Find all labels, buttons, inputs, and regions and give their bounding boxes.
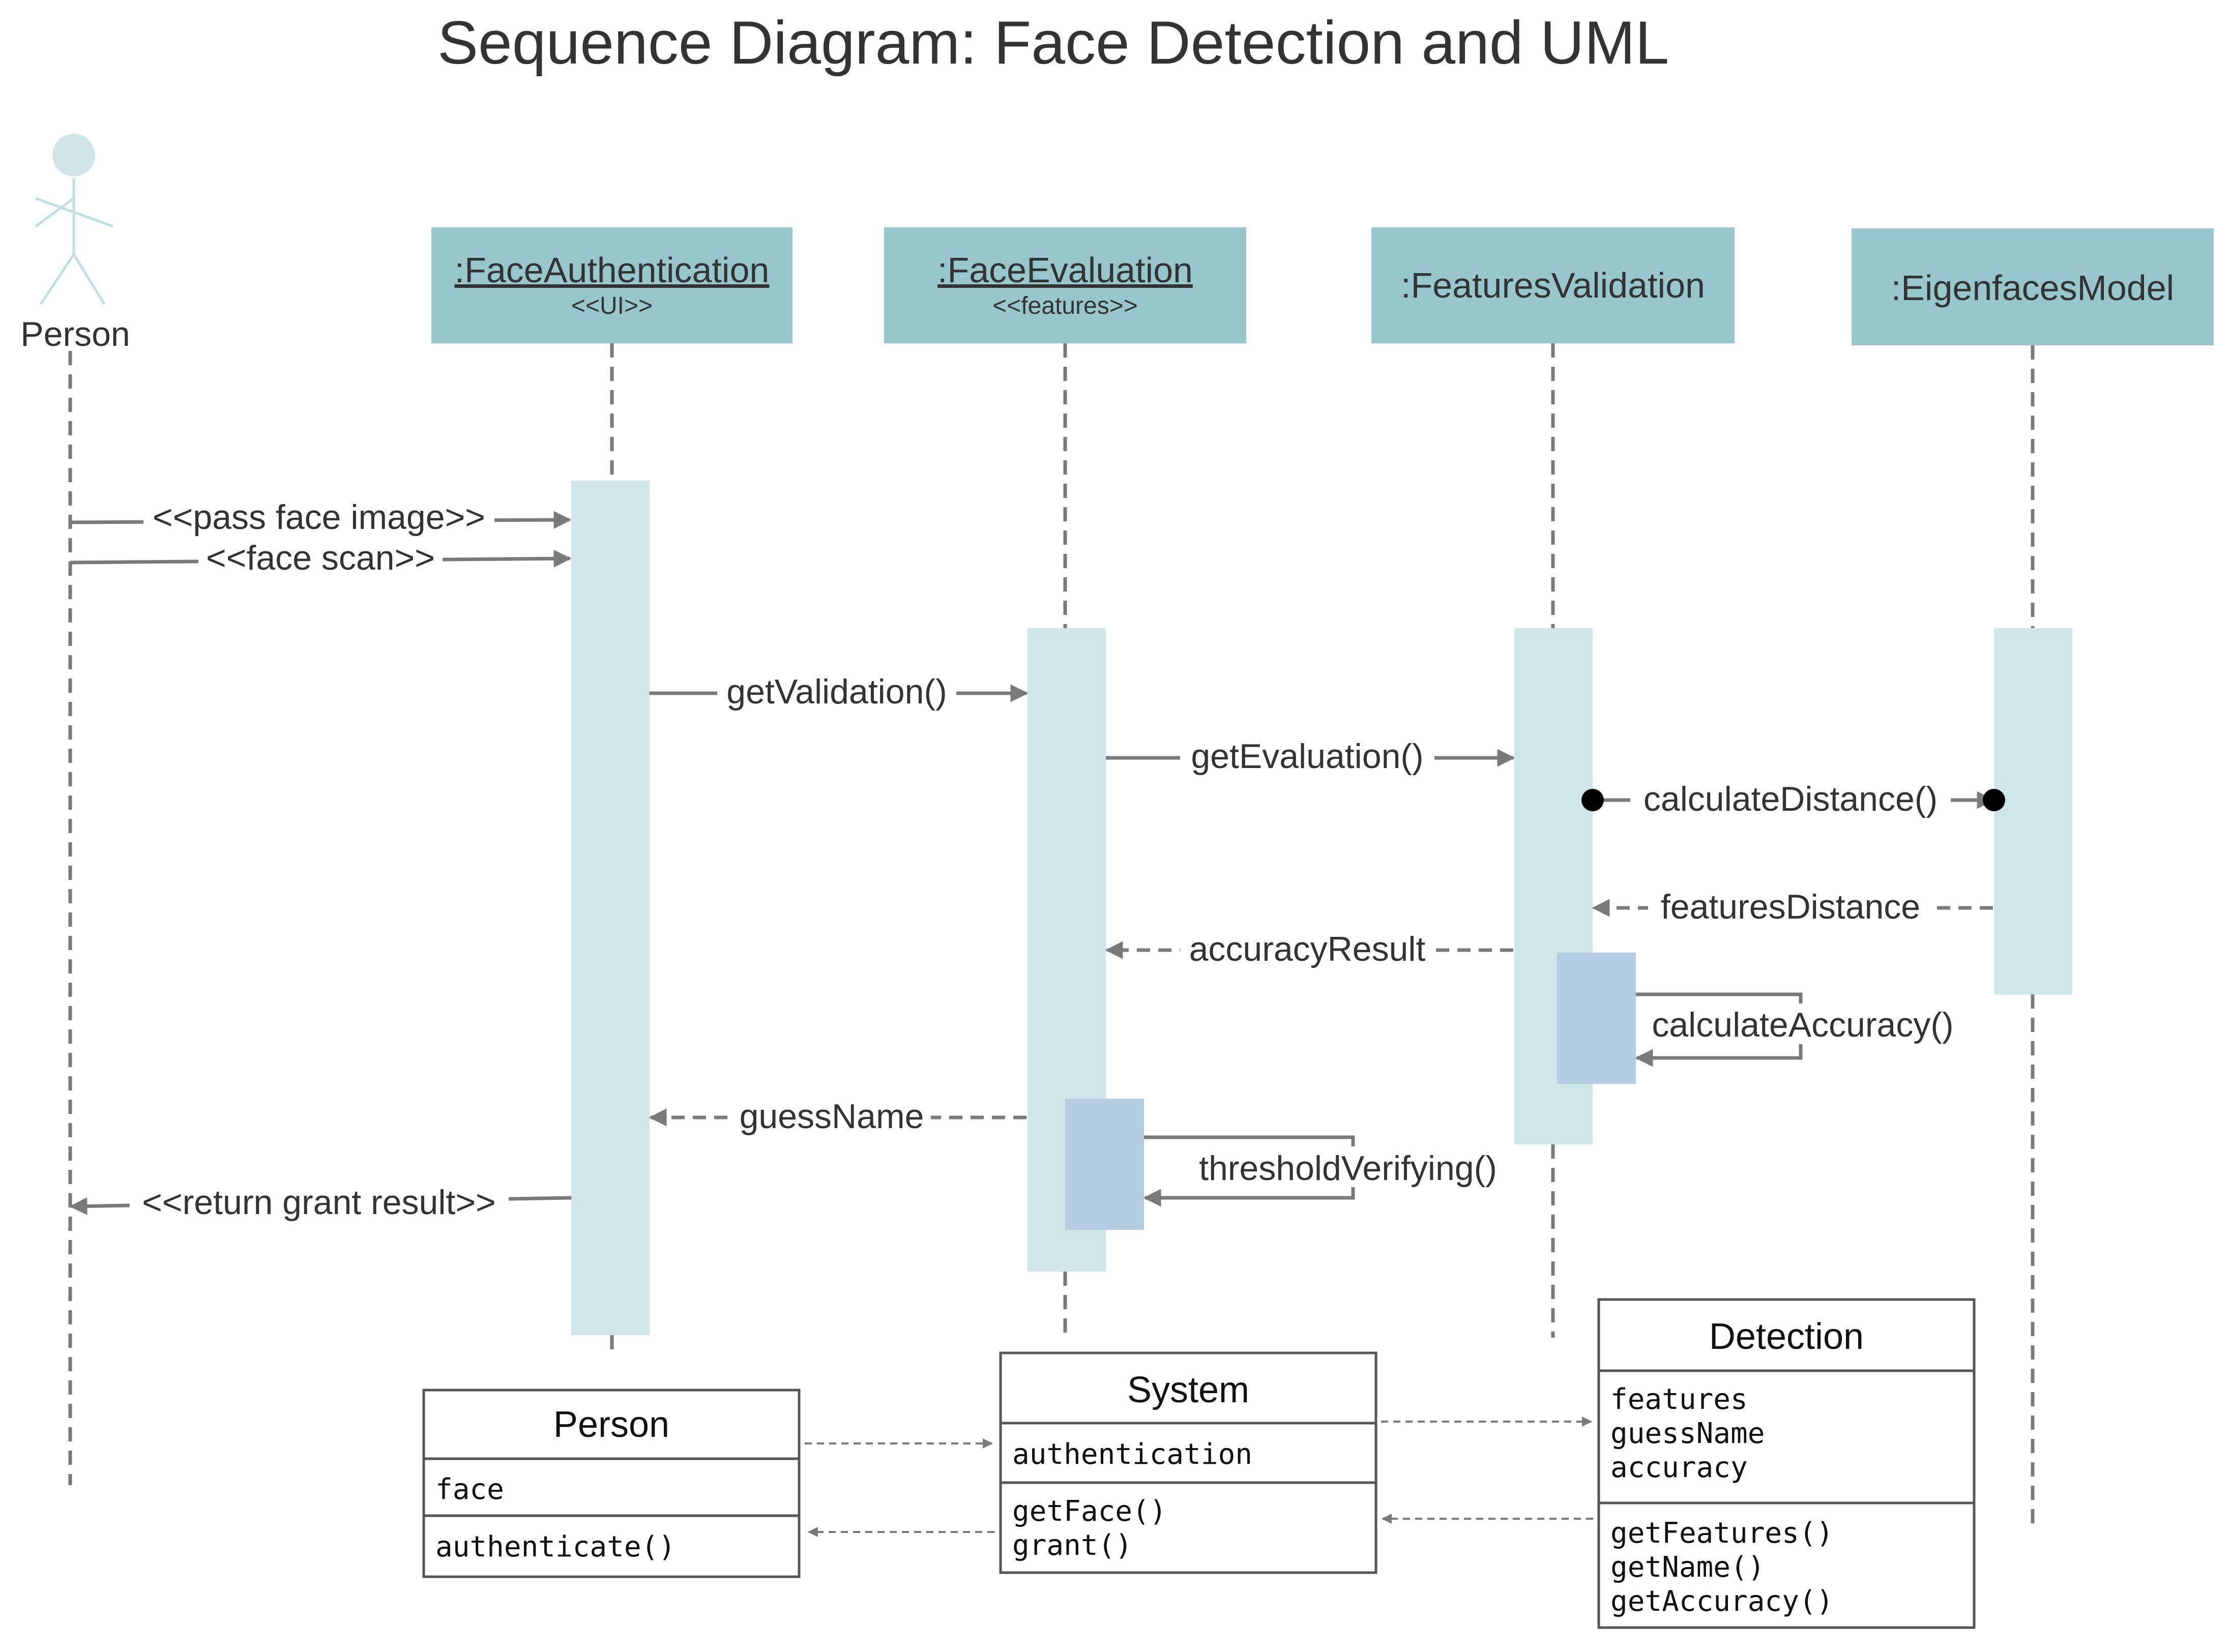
lifeline-name: :EigenfacesModel [1891,268,2174,308]
message-label: thresholdVerifying() [1199,1149,1497,1188]
class-attribute: face [435,1473,504,1506]
lifeline-name: :FeaturesValidation [1401,266,1705,305]
class-box [1597,1298,1976,1629]
class-attribute: guessName [1610,1417,1765,1450]
class-attribute: authentication [1012,1438,1252,1471]
class-system [999,1351,1377,1574]
lifeline-header [884,227,1246,343]
nested-activation-bar [1557,953,1636,1084]
message-label: calculateDistance() [1644,780,1938,818]
message-labels: <<pass face image>> <<face scan>> getVal… [130,494,1963,1223]
lifeline-header [1852,228,2214,345]
message-label: getValidation() [726,672,947,711]
message-label: accuracyResult [1189,930,1426,968]
lifeline-header [1371,227,1735,343]
message-label: featuresDistance [1661,888,1920,926]
activation-bar [1994,628,2072,994]
lifeline-name: :FaceEvaluation [937,250,1193,290]
message-label: calculateAccuracy() [1652,1006,1953,1044]
lifeline-name: :FaceAuthentication [455,250,770,290]
class-method: grant() [1012,1529,1132,1562]
class-attribute: accuracy [1610,1451,1748,1484]
lifeline-header [431,227,793,343]
nested-activation-bar [1065,1099,1144,1230]
message-label: <<pass face image>> [153,498,485,537]
actor-person: Person [20,134,130,353]
found-message-dot [1581,789,1604,811]
message-label: getEvaluation() [1191,737,1423,776]
class-method: getFace() [1012,1495,1166,1528]
class-method: getFeatures() [1610,1517,1833,1550]
message-label: <<face scan>> [206,539,435,577]
stick-figure-icon [35,134,113,305]
class-method: getAccuracy() [1610,1585,1833,1618]
class-detection [1597,1298,1976,1629]
class-box [999,1351,1377,1574]
class-name: Detection [1709,1316,1864,1357]
lifeline-features-validation: :FeaturesValidation [1371,227,1735,343]
message-label: <<return grant result>> [142,1183,496,1222]
lifeline-face-evaluation: :FaceEvaluation <<features>> [884,227,1246,343]
message-label: guessName [740,1097,924,1136]
class-method: authenticate() [435,1530,676,1563]
class-attribute: features [1610,1383,1748,1416]
class-person [422,1389,801,1578]
lost-message-dot [1983,789,2005,811]
lifeline-face-authentication: :FaceAuthentication <<UI>> [431,227,793,343]
lifeline-stereotype: <<features>> [992,292,1138,319]
lifeline-stereotype: <<UI>> [571,292,653,319]
actor-label: Person [20,315,130,353]
class-name: System [1127,1370,1249,1410]
lifeline-eigenfaces-model: :EigenfacesModel [1852,228,2214,345]
diagram-title: Sequence Diagram: Face Detection and UML [437,9,1669,77]
class-method: getName() [1610,1551,1765,1584]
lifelines-dashed [610,343,2035,1531]
class-name: Person [553,1404,669,1445]
activation-bar [571,481,650,1335]
class-box [422,1389,801,1578]
